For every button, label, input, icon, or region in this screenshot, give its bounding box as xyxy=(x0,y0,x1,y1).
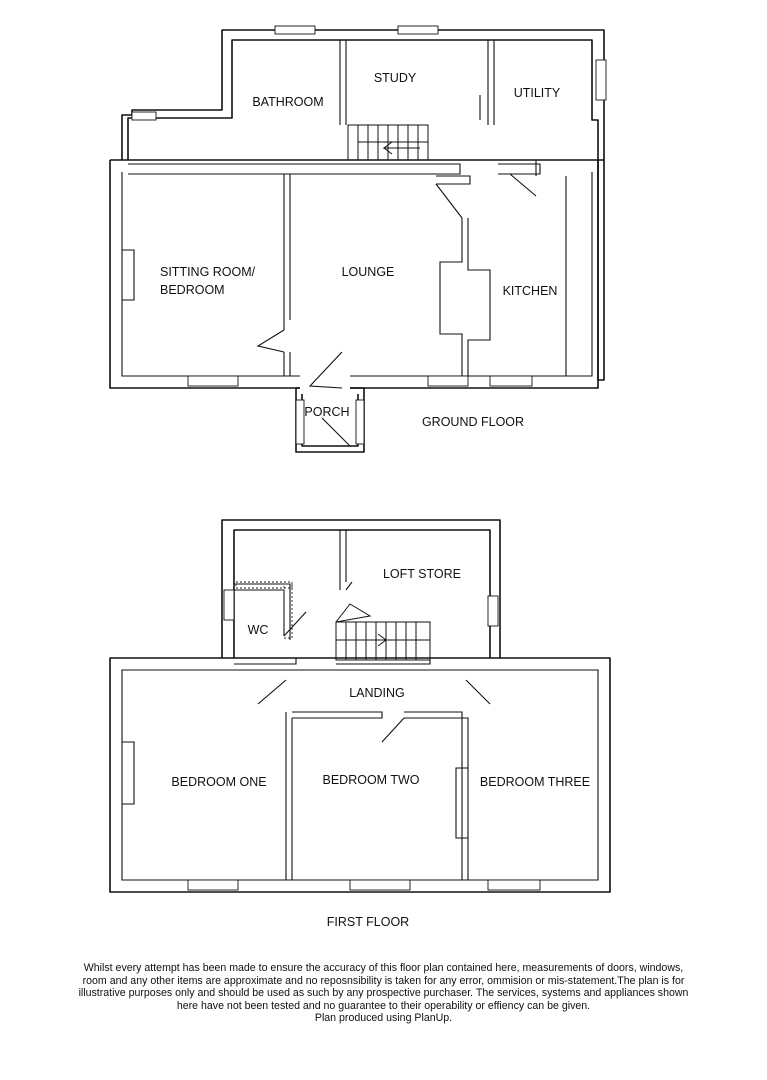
disclaimer-text: Whilst every attempt has been made to en… xyxy=(30,962,737,1025)
room-label-bathroom: BATHROOM xyxy=(252,95,323,109)
window xyxy=(355,399,365,445)
ground-rear-divider-wall xyxy=(128,163,541,175)
room-label-landing: LANDING xyxy=(349,686,405,700)
first-floor-staircase xyxy=(335,603,431,661)
door-swing xyxy=(509,173,537,197)
floor-caption-ground: GROUND FLOOR xyxy=(422,415,524,429)
first-floor-plan: LOFT STORE WC LANDING BEDROOM ONE BEDROO… xyxy=(109,519,611,929)
room-label-kitchen: KITCHEN xyxy=(503,284,558,298)
disclaimer-line: Whilst every attempt has been made to en… xyxy=(83,962,684,974)
window xyxy=(489,375,533,387)
window xyxy=(295,399,305,445)
window xyxy=(487,879,541,891)
disclaimer-line: Plan produced using PlanUp. xyxy=(314,1012,453,1025)
ground-staircase xyxy=(347,124,429,161)
room-label-loft-store: LOFT STORE xyxy=(383,567,461,581)
disclaimer-line: room and any other items are approximate… xyxy=(82,974,685,987)
disclaimer-line: here have not been tested and no guarant… xyxy=(176,999,591,1012)
window xyxy=(595,59,607,101)
door-swing xyxy=(321,417,351,447)
window xyxy=(187,375,239,387)
door-swing xyxy=(381,717,405,743)
door-swing xyxy=(283,611,307,637)
room-label-lounge: LOUNGE xyxy=(342,265,395,279)
room-label-porch: PORCH xyxy=(304,405,349,419)
floor-caption-first: FIRST FLOOR xyxy=(327,915,409,929)
ground-floor-plan: BATHROOM STUDY UTILITY SITTING ROOM/ BED… xyxy=(109,25,607,453)
room-label-wc: WC xyxy=(248,623,269,637)
first-rear-section-wall xyxy=(221,519,501,658)
first-main-house-wall xyxy=(109,657,611,893)
floor-plan-drawing: BATHROOM STUDY UTILITY SITTING ROOM/ BED… xyxy=(109,25,611,929)
room-label-utility: UTILITY xyxy=(514,86,561,100)
room-label-bedroom-three: BEDROOM THREE xyxy=(480,775,590,789)
room-label-bedroom-two: BEDROOM TWO xyxy=(323,773,420,787)
disclaimer-line: illustrative purposes only and should be… xyxy=(78,987,689,1000)
door-swing xyxy=(465,679,491,705)
window xyxy=(223,589,235,621)
window xyxy=(131,111,157,121)
window xyxy=(487,595,499,627)
door-swing xyxy=(308,351,343,389)
door-swing xyxy=(256,329,285,353)
room-label-bedroom-one: BEDROOM ONE xyxy=(171,775,266,789)
window xyxy=(349,879,411,891)
ground-rear-extension-wall xyxy=(121,29,605,381)
room-label-study: STUDY xyxy=(374,71,417,85)
room-label-sitting-room-line2: BEDROOM xyxy=(160,283,225,297)
window xyxy=(427,375,469,387)
window xyxy=(274,25,316,35)
door-swing xyxy=(257,679,287,705)
room-label-sitting-room-line1: SITTING ROOM/ xyxy=(160,265,256,279)
window xyxy=(187,879,239,891)
door-swing xyxy=(435,183,463,219)
door-swing xyxy=(345,581,353,591)
porch-wall xyxy=(295,387,365,453)
window xyxy=(397,25,439,35)
